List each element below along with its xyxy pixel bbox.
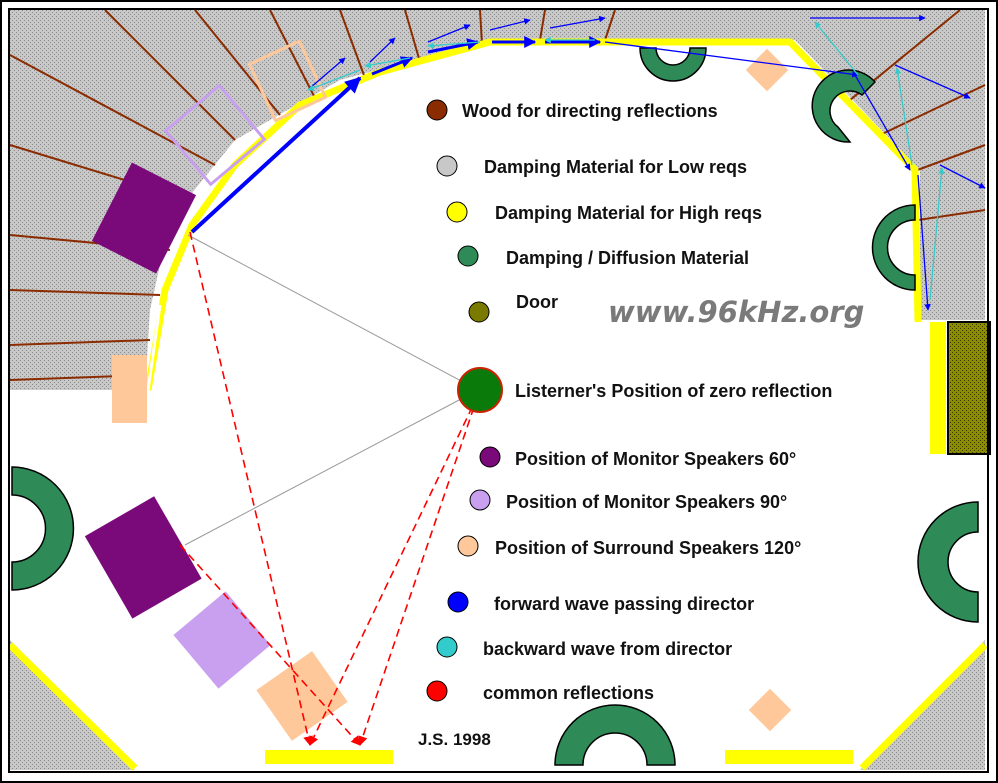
legend-label: forward wave passing director [494,594,754,614]
door [947,321,991,455]
legend-item-forward: forward wave passing director [447,591,754,614]
door-side-damping [930,322,946,454]
listener-position [457,367,503,413]
legend-item-mon90: Position of Monitor Speakers 90° [469,489,787,512]
diffuser-front [554,704,676,766]
legend-item-common: common reflections [426,680,654,703]
door-swatch-icon [468,301,490,323]
diffuser-right-lower [917,501,979,623]
diffusers [11,47,979,766]
legend-item-wood: Wood for directing reflections [426,99,718,121]
rear-damping-zone [10,10,985,390]
common-reflections [179,231,479,746]
diffuser-top-right [811,69,877,143]
wood-swatch-icon [426,99,448,121]
diffusion-swatch-icon [457,245,479,267]
legend-item-sur120: Position of Surround Speakers 120° [457,535,801,558]
credit: J.S. 1998 [418,730,491,749]
damping-low-swatch-icon [436,155,458,177]
legend-label: Door [516,292,558,312]
legend-label: Damping / Diffusion Material [506,248,749,268]
forward-waves [371,36,602,76]
monitor60-swatch-icon [479,446,501,468]
forward-waves-thin [309,14,986,311]
damping-high-swatch-icon [446,201,468,223]
diffuser-left-wall [11,466,75,591]
listener-label: Listerner's Position of zero reflection [515,381,832,401]
diffuser-top [639,47,707,82]
speaker-90 [173,591,271,689]
surround-speaker-front [256,651,348,741]
legend-label: Position of Monitor Speakers 90° [506,492,787,512]
speaker-60-left [91,162,197,274]
watermark: www.96kHz.org [608,295,864,329]
backward-wave-swatch-icon [436,636,458,658]
wall-highlight [146,304,162,391]
corner-damping-edge-right [859,642,988,771]
forward-wave-swatch-icon [447,591,469,613]
legend-label: backward wave from director [483,639,732,659]
surround120-swatch-icon [457,535,479,557]
common-reflection-swatch-icon [426,680,448,702]
corner-damping-edge-left [7,642,138,771]
diffuser-right-wall [871,204,916,291]
surround-speaker-outline [247,39,328,123]
legend-item-damp-high: Damping Material for High reqs [446,201,762,223]
legend-label: Position of Surround Speakers 120° [495,538,801,558]
front-damping-left [265,750,393,764]
legend-label: Damping Material for High reqs [495,203,762,223]
legend-item-backward: backward wave from director [436,636,732,659]
high-freq-damping-wall [144,38,922,391]
legend: Wood for directing reflections Damping M… [426,99,832,703]
legend-item-diffusion: Damping / Diffusion Material [457,245,749,268]
sight-line-lower [184,389,479,546]
front-damping-right [725,750,853,764]
backward-waves [307,21,945,301]
room-outline [8,8,989,773]
forward-wave-main [190,76,362,234]
legend-label: Damping Material for Low reqs [484,157,747,177]
legend-label: Wood for directing reflections [462,101,718,121]
legend-item-damp-low: Damping Material for Low reqs [436,155,747,177]
surround-speaker-left [112,355,147,423]
monitor90-speaker-outline [163,83,267,187]
legend-label: Position of Monitor Speakers 60° [515,449,796,469]
sight-line-upper [187,234,479,391]
monitor90-swatch-icon [469,489,491,511]
legend-item-door: Door [468,292,558,323]
wood-directors [9,9,986,381]
speaker-60-right [84,496,202,619]
legend-label: common reflections [483,683,654,703]
legend-item-mon60: Position of Monitor Speakers 60° [479,446,796,469]
